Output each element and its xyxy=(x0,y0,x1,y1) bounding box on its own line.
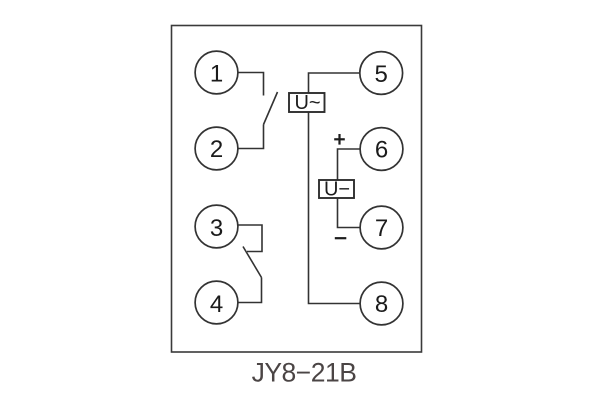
svg-text:7: 7 xyxy=(375,215,388,242)
svg-text:4: 4 xyxy=(210,291,223,318)
svg-text:U−: U− xyxy=(324,178,350,200)
svg-text:3: 3 xyxy=(210,215,223,242)
svg-text:6: 6 xyxy=(375,137,388,164)
svg-text:U~: U~ xyxy=(294,92,320,114)
svg-text:5: 5 xyxy=(375,61,388,88)
svg-text:1: 1 xyxy=(210,61,223,88)
svg-text:2: 2 xyxy=(210,136,223,163)
svg-text:8: 8 xyxy=(375,291,388,318)
svg-text:JY8−21B: JY8−21B xyxy=(252,358,357,388)
